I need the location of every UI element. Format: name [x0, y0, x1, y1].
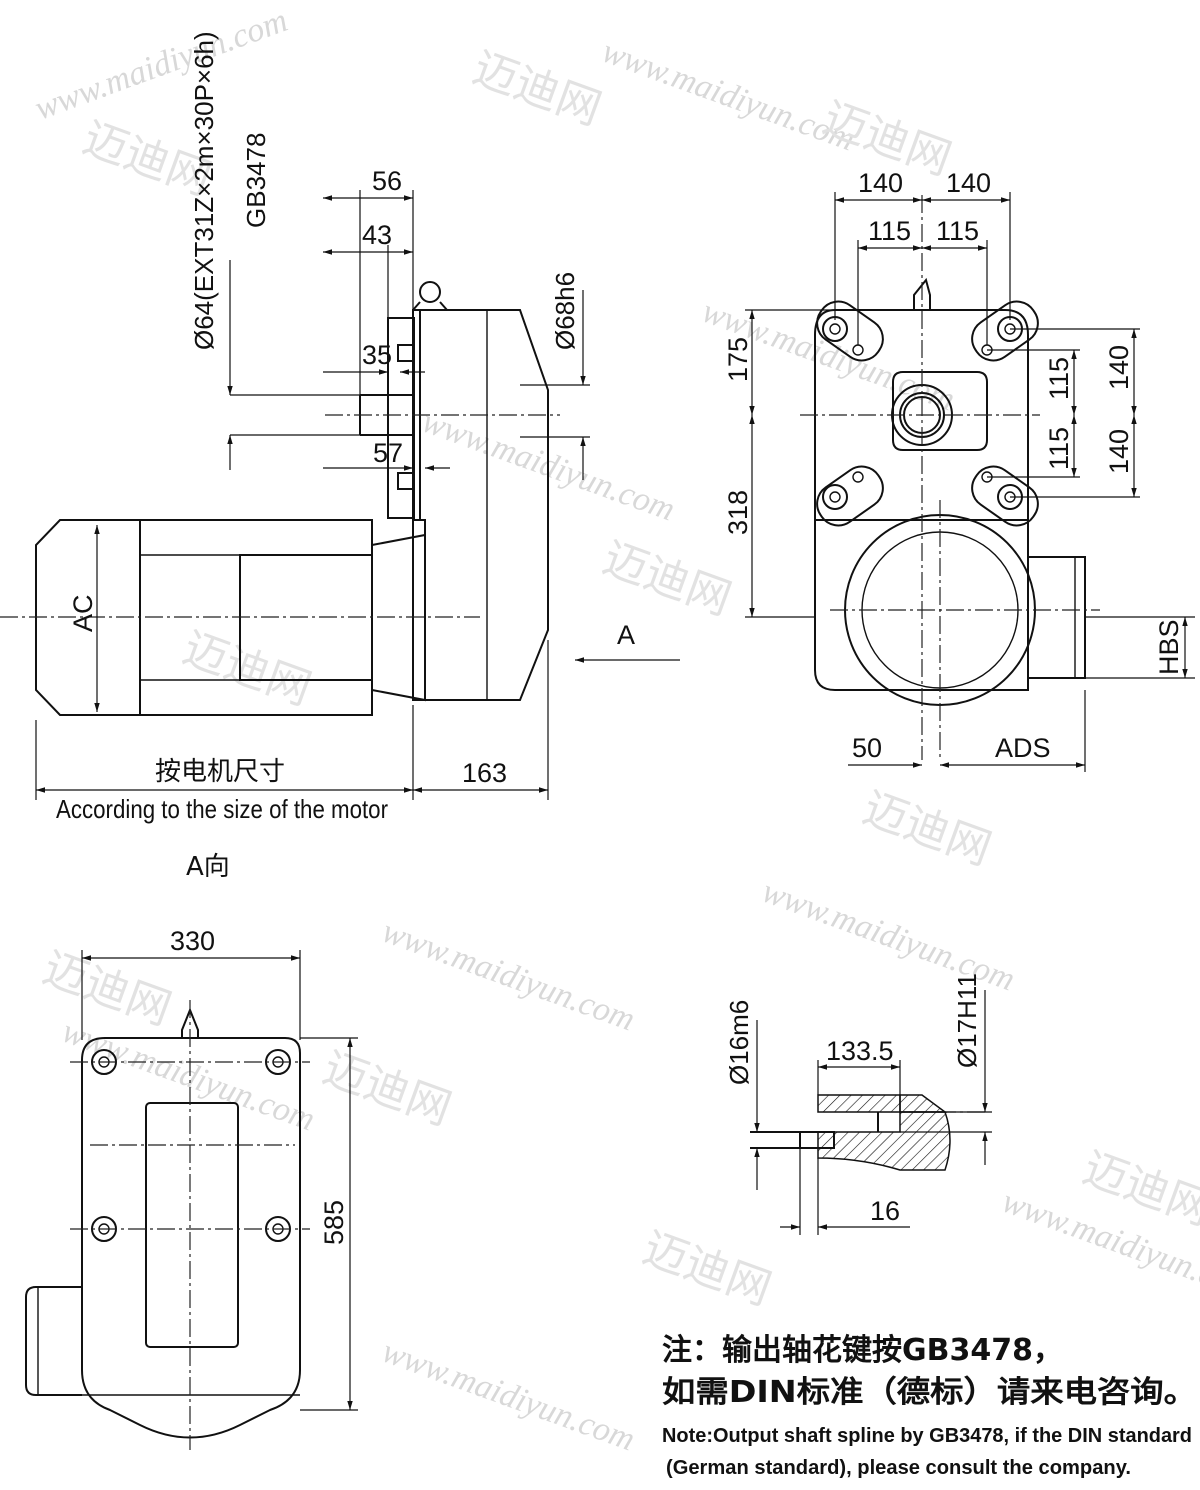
dim-115-down: 115	[1044, 427, 1074, 470]
dim-175: 175	[723, 337, 753, 382]
input-fit-label: Ø16m6	[724, 1000, 754, 1085]
note-block: 注：输出轴花键按GB3478， 如需DIN标准（德标）请来电咨询。 Note:O…	[662, 1333, 1197, 1479]
watermark-brand: 迈迪网	[316, 1042, 457, 1135]
hub-section-hatch	[817, 1111, 951, 1171]
note-line1-en: Note:Output shaft spline by GB3478, if t…	[662, 1425, 1192, 1447]
motor-size-cn-label: 按电机尺寸	[155, 757, 285, 787]
lifting-eye	[419, 281, 441, 303]
watermark-url: www.maidiyun.com	[57, 1013, 319, 1139]
dim-115-right: 115	[936, 216, 979, 246]
dim-50: 50	[852, 733, 882, 763]
dim-163: 163	[462, 758, 507, 788]
side-view: Ø64(EXT31Z×2m×30P×6h) GB3478 56 43 35 57…	[0, 31, 680, 824]
dim-140-left: 140	[858, 168, 903, 198]
input-shaft-detail: Ø16m6 Ø17H11 133.5 16	[724, 973, 992, 1235]
hbs-label: HBS	[1154, 619, 1184, 675]
dim-115-up: 115	[1044, 357, 1074, 400]
watermark-brand: 迈迪网	[856, 782, 997, 875]
view-arrow-label: A	[617, 620, 635, 650]
watermark-brand: 迈迪网	[176, 622, 317, 715]
dim-35: 35	[362, 340, 392, 370]
dim-318: 318	[723, 490, 753, 535]
a-view-label: A向	[186, 852, 230, 882]
shaft-key	[799, 1131, 835, 1149]
front-view: 140 140 115 115 175 318 115 115 140 140	[723, 168, 1195, 772]
dim-16: 16	[870, 1196, 900, 1226]
watermark-brand: 迈迪网	[636, 1222, 777, 1315]
bore-fit-label: Ø17H11	[952, 973, 982, 1068]
output-flange	[387, 317, 415, 519]
side-boss	[1028, 556, 1086, 679]
dim-140-down: 140	[1104, 429, 1134, 474]
gearbox-lower-body	[814, 520, 1029, 691]
dim-56: 56	[372, 166, 402, 196]
spline-standard-label: GB3478	[241, 133, 271, 228]
gearbox-housing	[412, 309, 549, 701]
gearbox-outline	[81, 1037, 301, 1439]
watermark-url: www.maidiyun.com	[377, 913, 639, 1039]
motor-adapter	[371, 533, 426, 702]
dim-115-left: 115	[868, 216, 911, 246]
shaft-fit-label: Ø68h6	[550, 272, 580, 350]
note-line2-en: (German standard), please consult the co…	[666, 1457, 1131, 1479]
dim-585: 585	[319, 1200, 349, 1245]
note-line2-cn: 如需DIN标准（德标）请来电咨询。	[662, 1375, 1197, 1410]
note-line1-cn: 注：输出轴花键按GB3478，	[662, 1333, 1063, 1368]
dim-140-up: 140	[1104, 345, 1134, 390]
dim-330: 330	[170, 926, 215, 956]
dim-57: 57	[373, 438, 403, 468]
dim-133-5: 133.5	[826, 1036, 894, 1066]
watermark-url: www.maidiyun.com	[377, 1333, 639, 1459]
watermark-url: www.maidiyun.com	[30, 2, 292, 128]
watermark-brand: 迈迪网	[466, 42, 607, 135]
mounting-holes	[816, 300, 1039, 527]
ads-label: ADS	[995, 733, 1051, 763]
motor-size-en-label: According to the size of the motor	[56, 794, 388, 824]
watermark-brand: 迈迪网	[596, 532, 737, 625]
inner-cover	[145, 1102, 239, 1348]
spline-spec-label: Ø64(EXT31Z×2m×30P×6h)	[189, 31, 219, 350]
watermark-brand: 迈迪网	[36, 942, 177, 1035]
motor-ac-label: AC	[68, 594, 98, 632]
dim-140-right: 140	[946, 168, 991, 198]
a-direction-view: A向 330 585	[25, 852, 358, 1450]
dim-43: 43	[362, 220, 392, 250]
